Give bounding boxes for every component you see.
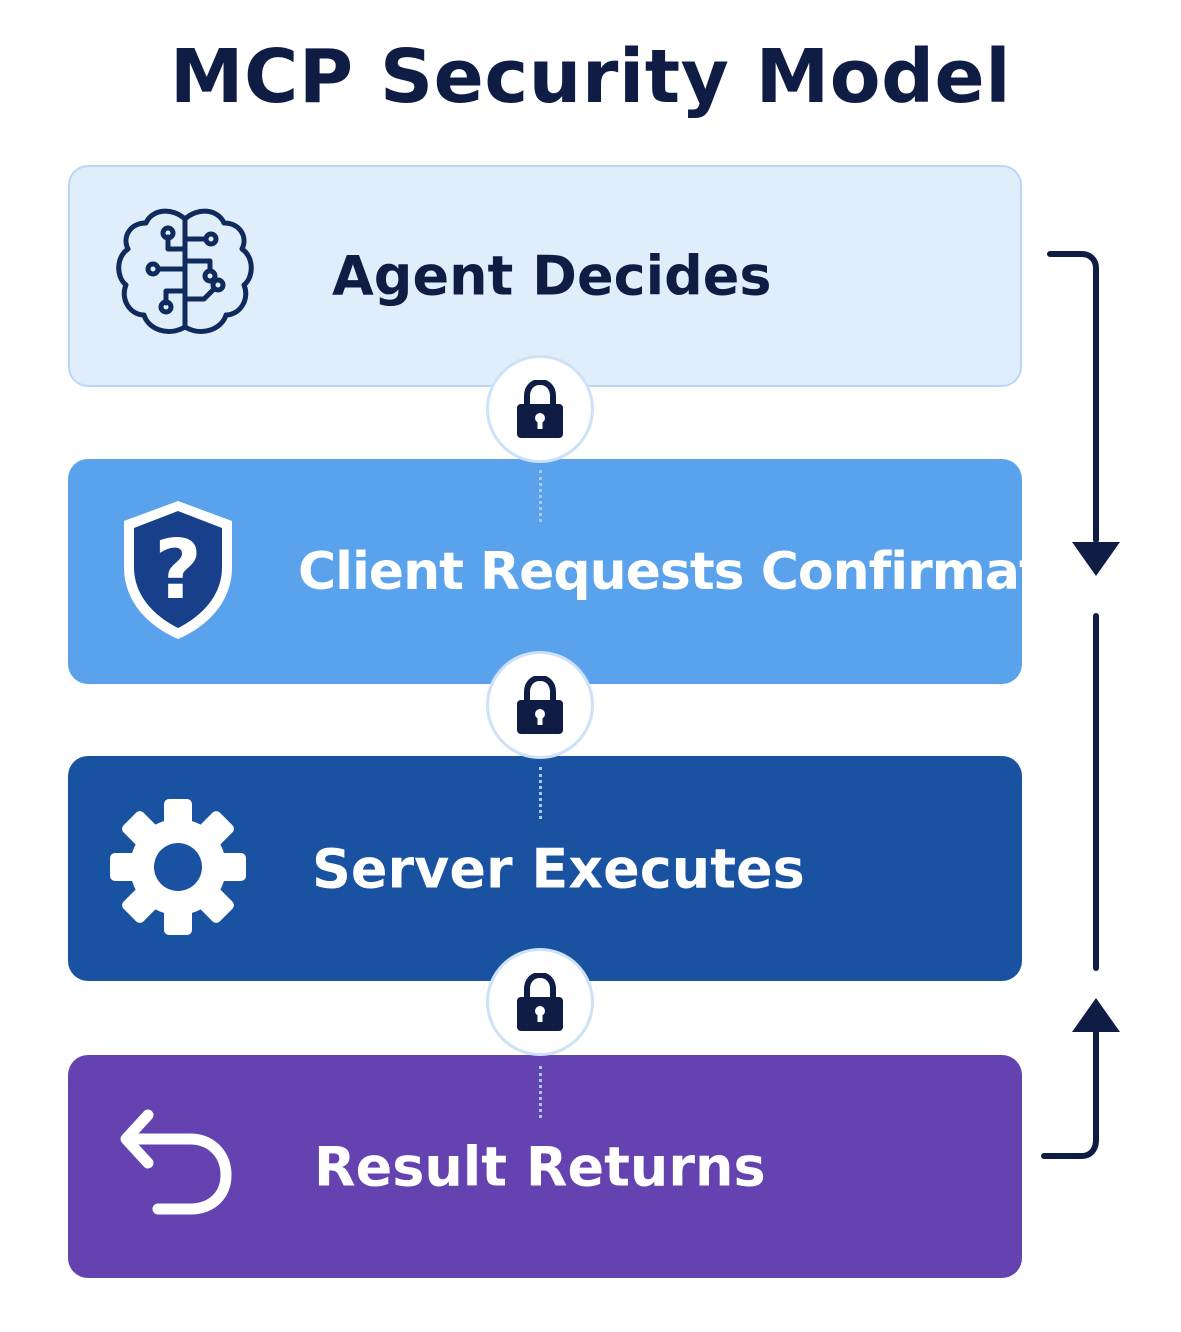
diagram-title: MCP Security Model (169, 34, 1012, 120)
step-label: Agent Decides (332, 244, 772, 308)
step-client-requests-confirmation: ? Client Requests Confirmation (68, 459, 1131, 684)
flow-arrows (1041, 251, 1120, 1159)
dotted-connector (539, 1066, 542, 1118)
arrow-up-icon (1072, 998, 1120, 1032)
step-agent-decides: Agent Decides (68, 165, 1022, 387)
step-result-returns: Result Returns (68, 1055, 1022, 1278)
svg-text:?: ? (154, 523, 202, 618)
padlock-icon (486, 948, 594, 1056)
arrow-down-icon (1072, 542, 1120, 576)
step-server-executes: Server Executes (68, 756, 1022, 981)
step-label: Client Requests Confirmation (298, 541, 1131, 602)
step-label: Result Returns (314, 1135, 766, 1198)
padlock-icon (486, 651, 594, 759)
step-label: Server Executes (312, 837, 805, 900)
padlock-icon (486, 355, 594, 463)
return-arrow-icon (108, 1105, 248, 1229)
shield-question-icon: ? (108, 495, 248, 649)
brain-circuit-icon (110, 199, 260, 353)
gear-icon (108, 797, 248, 941)
dotted-connector (539, 767, 542, 819)
dotted-connector (539, 470, 542, 522)
